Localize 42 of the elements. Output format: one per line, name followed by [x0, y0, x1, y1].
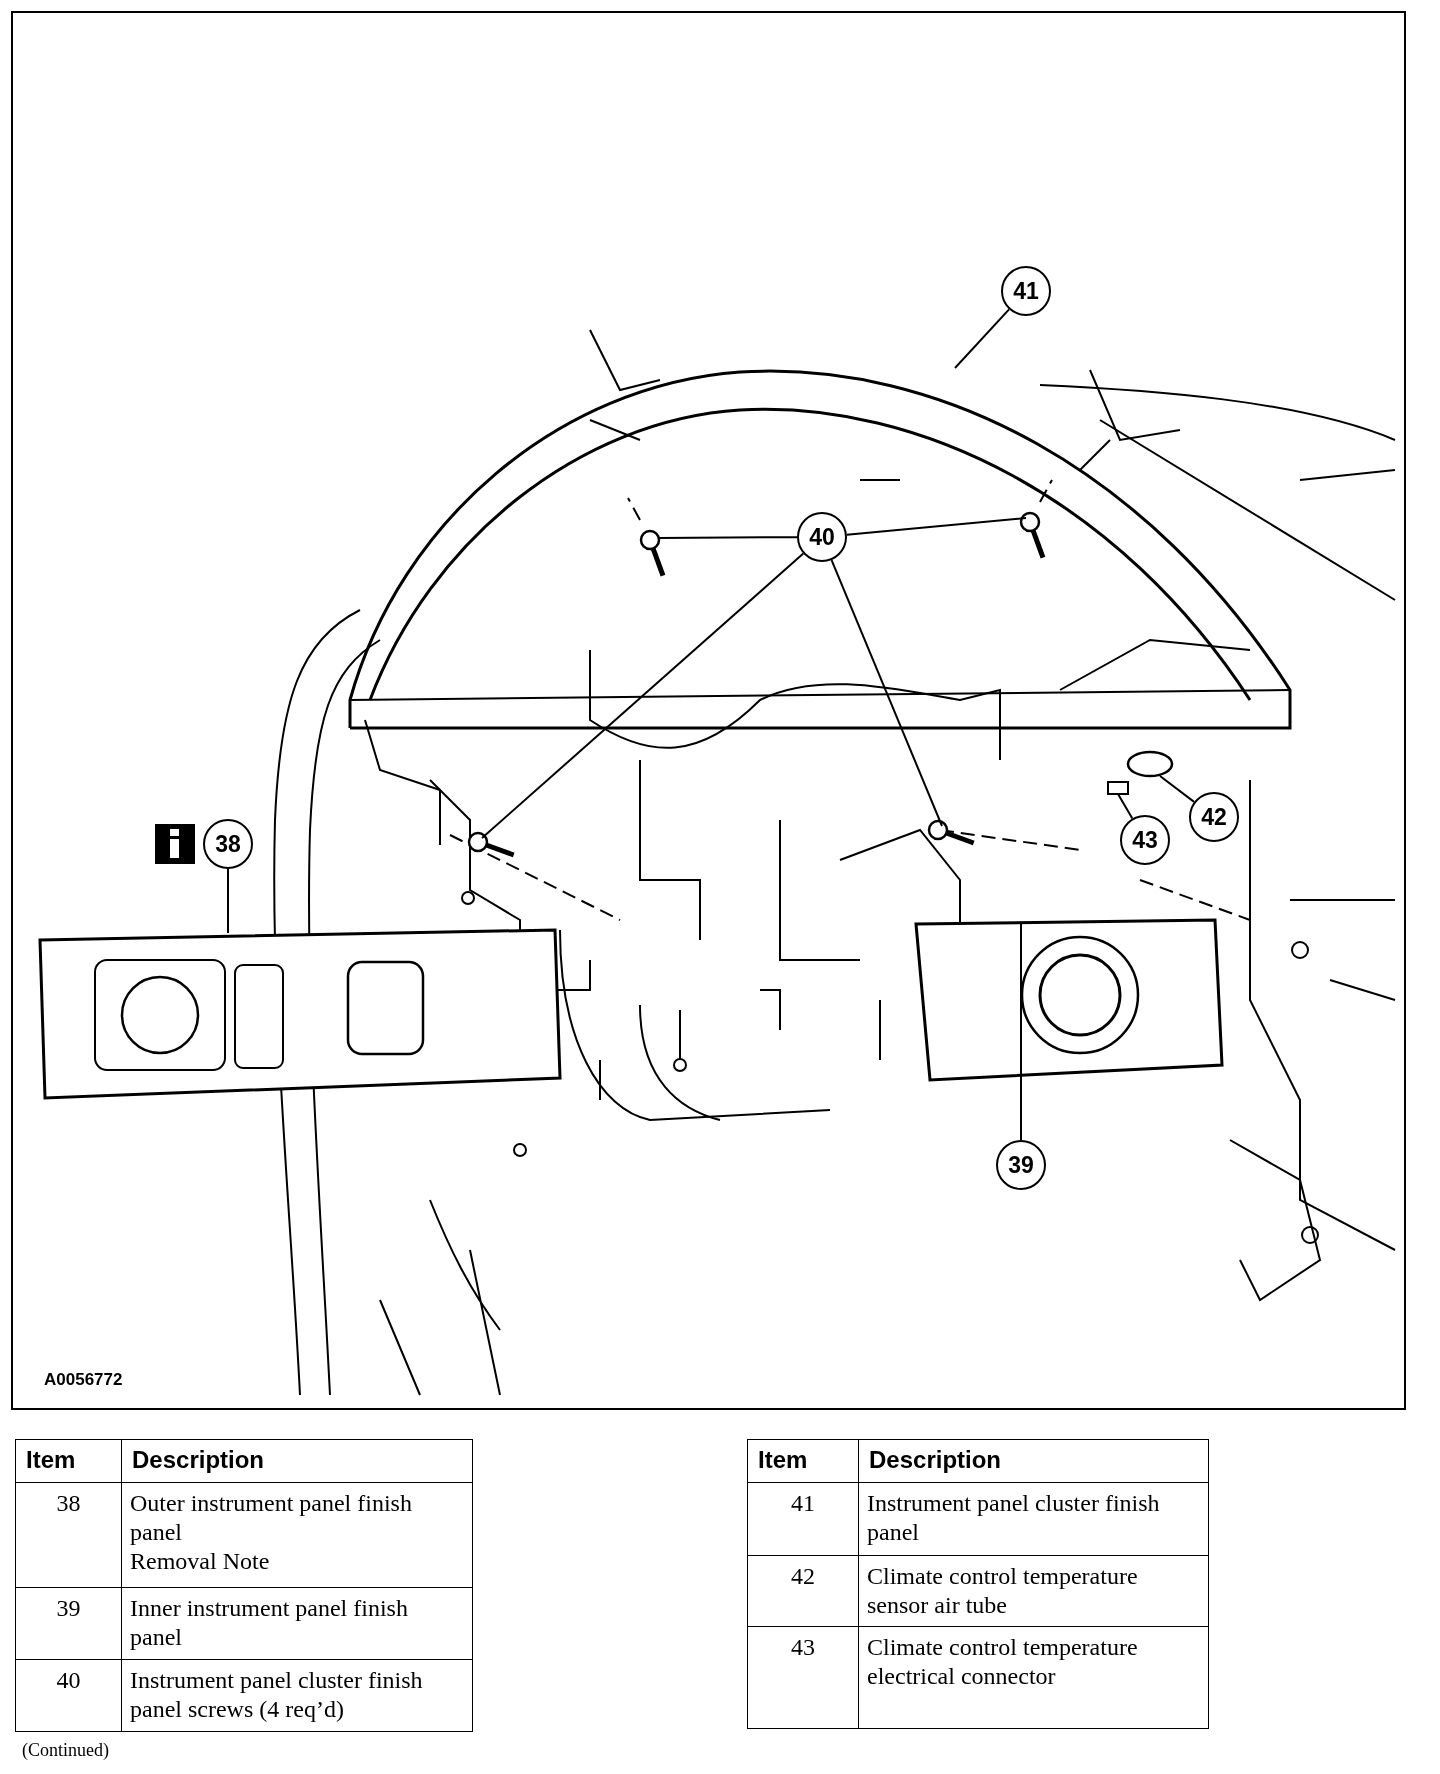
leader-line	[830, 559, 943, 827]
leader-line	[481, 552, 805, 839]
description-text: Inner instrument panel finish panel	[130, 1594, 409, 1652]
figure-id: A0056772	[44, 1370, 123, 1390]
leader-line	[845, 517, 1027, 536]
air-tube-drawing	[1126, 750, 1174, 778]
leader-line	[227, 868, 229, 934]
item-number: 41	[791, 1490, 815, 1516]
leader-line	[657, 536, 798, 539]
leader-line	[1117, 793, 1134, 820]
item-number: 38	[56, 1490, 81, 1516]
description-text: Instrument panel cluster finish panel	[867, 1489, 1161, 1547]
note-text: Removal Note	[130, 1546, 271, 1576]
description-text: Climate control temperature sensor air tube	[867, 1562, 1139, 1620]
description-text: Climate control temperature electrical connector	[867, 1633, 1139, 1691]
callout-number: 39	[996, 1140, 1046, 1190]
column-header: Description	[869, 1446, 1002, 1473]
callout-number: 41	[1001, 266, 1051, 316]
outer-finish-panel-drawing	[38, 928, 562, 1100]
description-text: Instrument panel cluster finish panel screws (4 req’d)	[130, 1666, 424, 1724]
column-header: Item	[26, 1446, 76, 1473]
item-number: 42	[791, 1563, 815, 1589]
column-header: Item	[758, 1446, 808, 1473]
leader-line	[1020, 923, 1022, 1141]
callout-number: 38	[203, 819, 253, 869]
item-number: 40	[56, 1667, 81, 1693]
connector-drawing	[1107, 781, 1129, 795]
screw-drawing	[467, 831, 515, 858]
callout-number: 42	[1189, 792, 1239, 842]
screw-drawing	[639, 529, 666, 577]
item-number: 39	[56, 1595, 81, 1621]
leader-line	[1159, 775, 1196, 803]
column-header: Description	[132, 1446, 265, 1473]
item-number: 43	[791, 1634, 815, 1660]
leader-line	[954, 308, 1011, 369]
screw-drawing	[927, 819, 975, 846]
description-text: Outer instrument panel finish panel	[130, 1489, 413, 1547]
inner-finish-panel-drawing	[914, 918, 1224, 1082]
continued-note: (Continued)	[22, 1740, 109, 1761]
screw-drawing	[1019, 511, 1046, 559]
callout-number: 43	[1120, 815, 1170, 865]
cluster-finish-panel-drawing	[348, 370, 1292, 730]
